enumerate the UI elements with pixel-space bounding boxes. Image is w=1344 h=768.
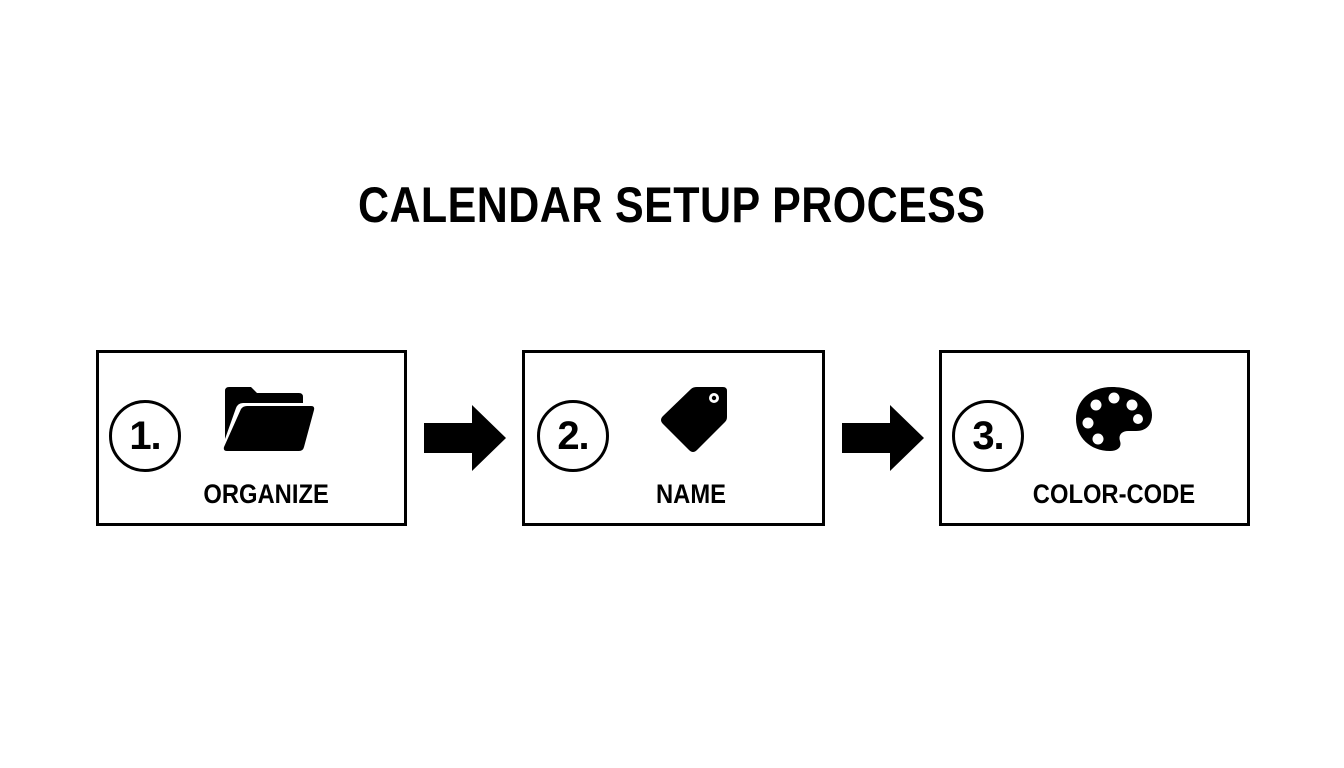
step-box-name: 2. NAME [522,350,825,526]
step-label: NAME [656,479,726,509]
folder-icon [223,387,315,451]
step-number-badge: 3. [952,400,1024,472]
step-label: ORGANIZE [203,479,329,509]
step-label: COLOR-CODE [1032,479,1196,509]
tag-icon [661,387,727,452]
diagram-title: CALENDAR SETUP PROCESS [357,177,986,233]
step-number-badge: 2. [537,400,609,472]
palette-icon [1076,387,1152,451]
right-arrow-icon [842,405,924,471]
step-number-badge: 1. [109,400,181,472]
step-box-color-code: 3. COLOR-CODE [939,350,1250,526]
step-box-organize: 1. ORGANIZE [96,350,407,526]
right-arrow-icon [424,405,506,471]
